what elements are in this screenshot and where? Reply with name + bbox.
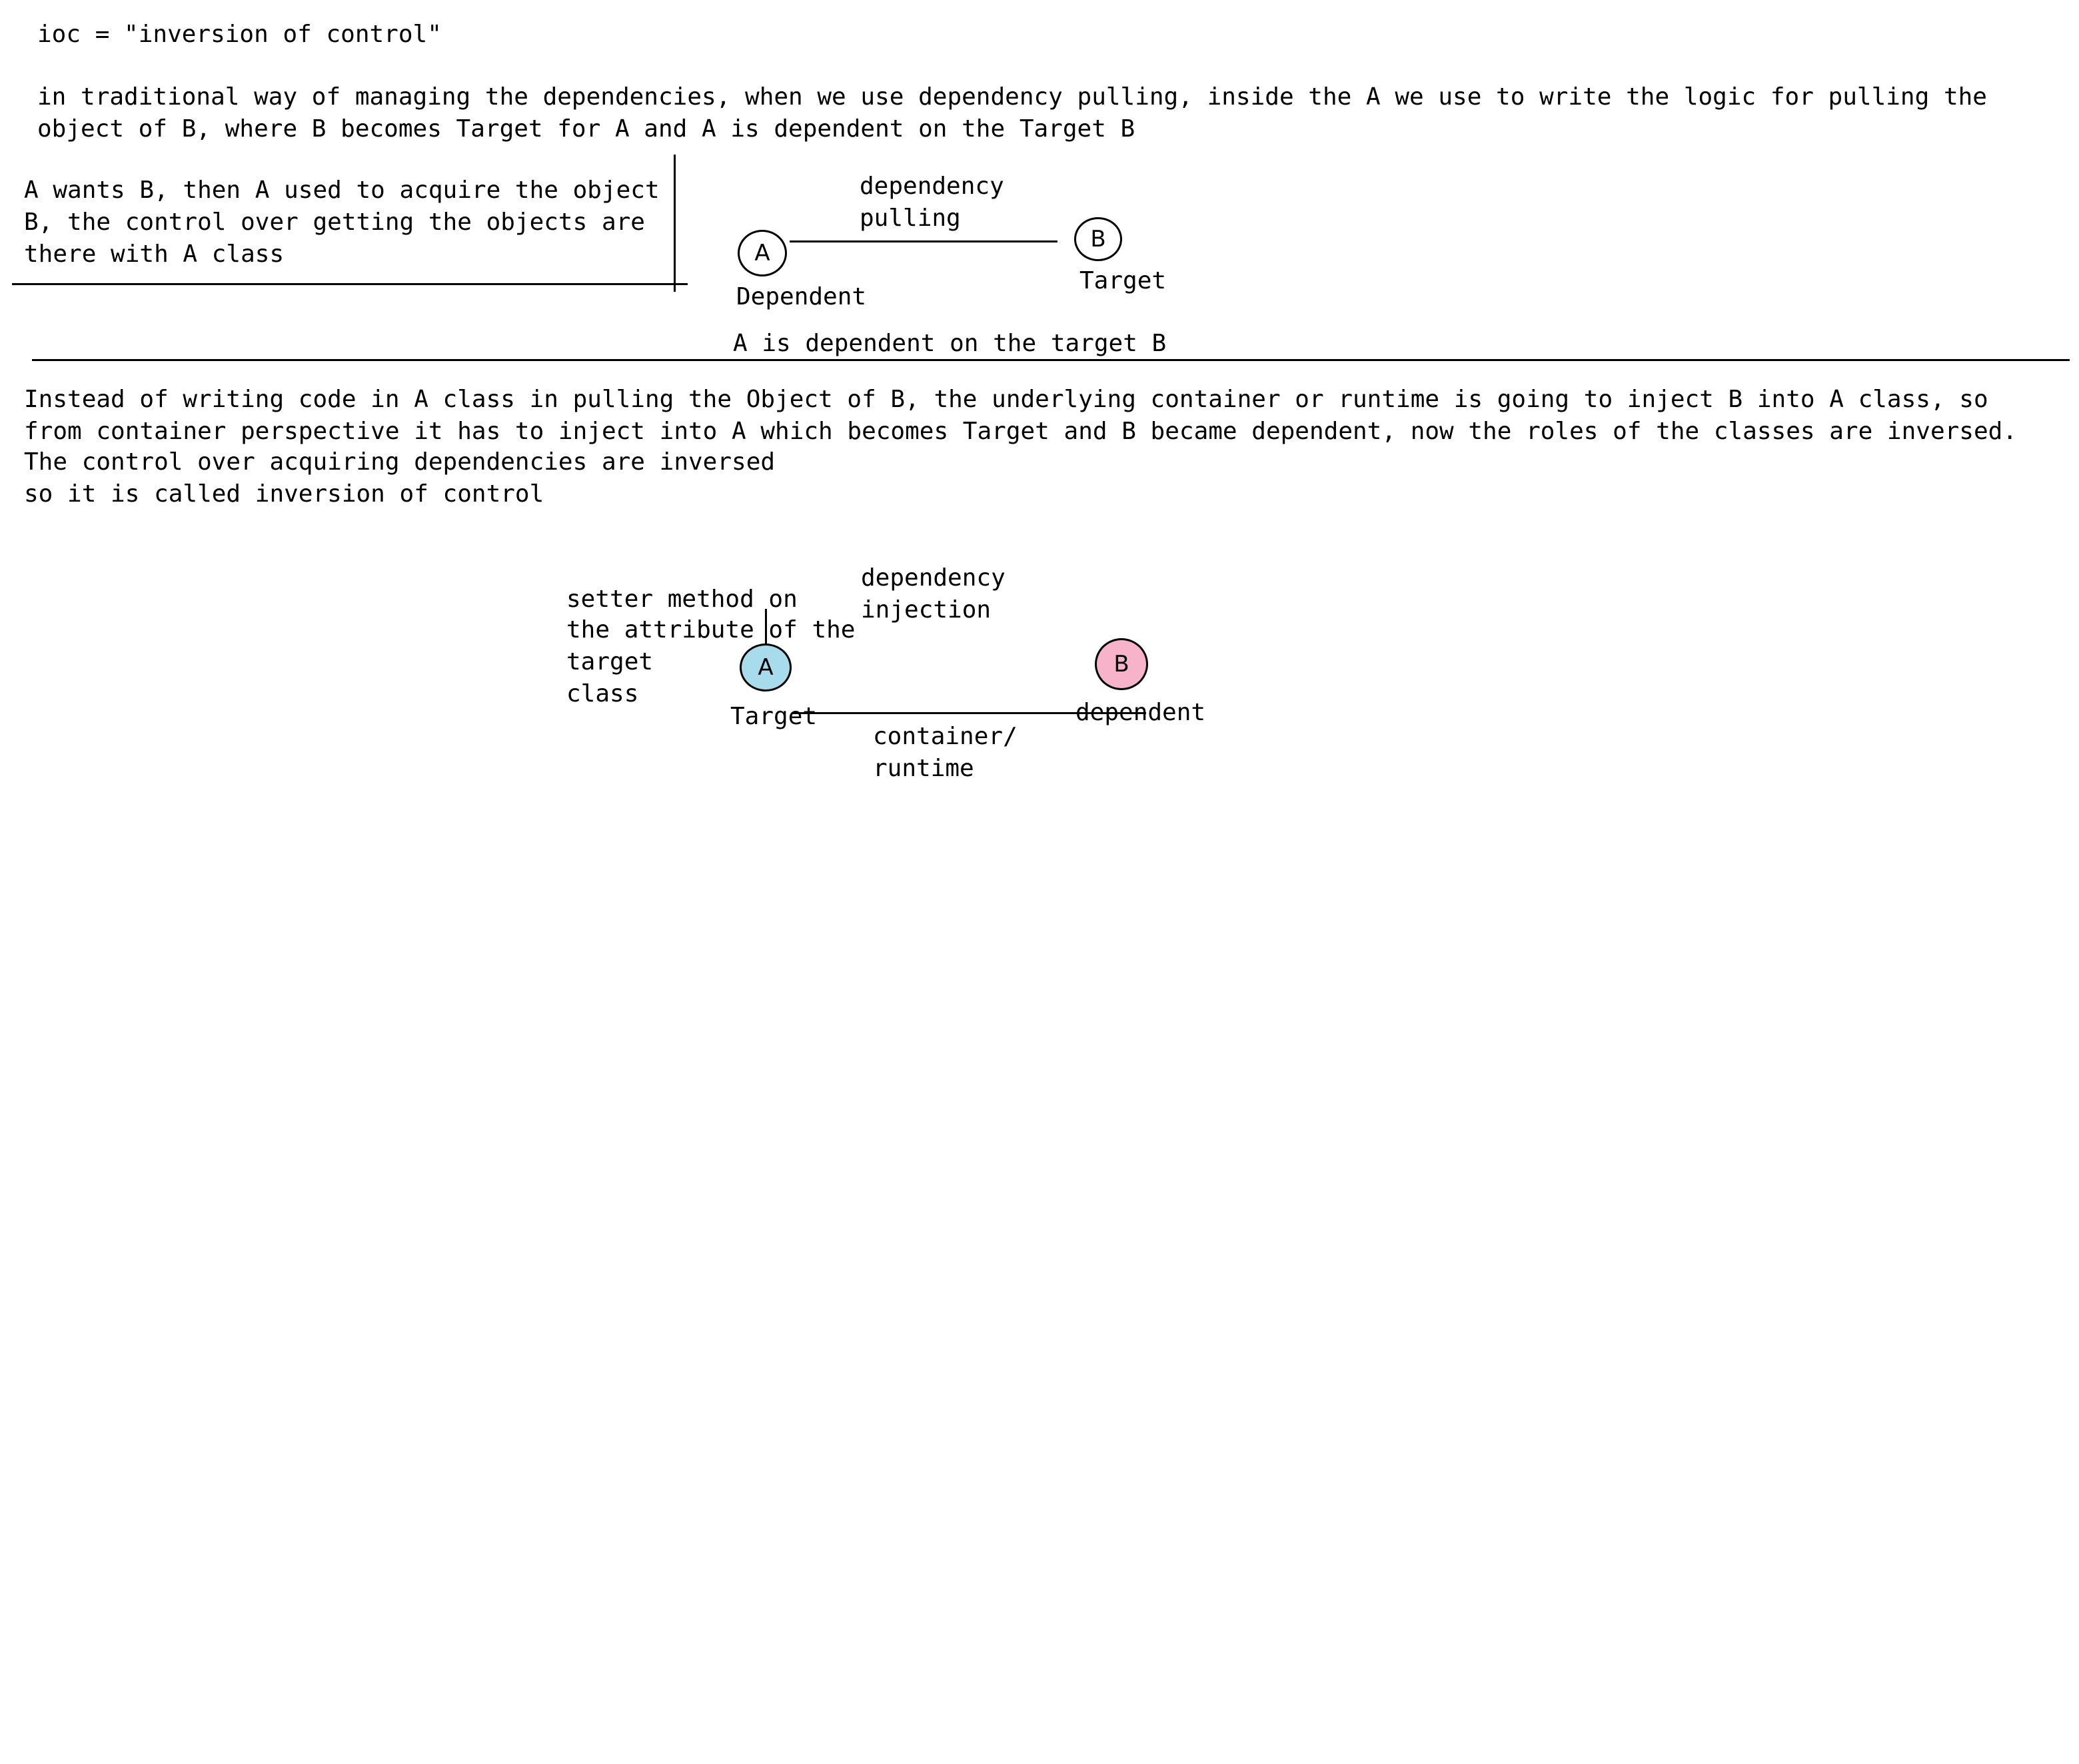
note-line-1: A wants B, then A used to acquire the ob… (24, 177, 660, 204)
inject-under-label-2: runtime (873, 755, 974, 782)
inject-node-b: B (1095, 638, 1148, 690)
inject-side-note-1: setter method on (566, 586, 798, 613)
inject-side-note-2: the attribute of the (566, 616, 856, 644)
inject-side-note-4: class (566, 680, 639, 707)
inject-edge-label-2: injection (861, 596, 992, 624)
text-cursor (765, 609, 767, 645)
page-title: ioc = "inversion of control" (37, 21, 442, 48)
pull-caption: A is dependent on the target B (733, 330, 1167, 357)
intro-line-1: in traditional way of managing the depen… (37, 83, 1987, 111)
inject-side-note-3: target (566, 648, 654, 675)
explanation-line-2: from container perspective it has to inj… (24, 418, 2017, 445)
inject-edge-label-1: dependency (861, 564, 1006, 592)
pull-node-a-role: Dependent (736, 283, 867, 310)
pull-edge-line (790, 240, 1057, 242)
note-line-3: there with A class (24, 240, 285, 268)
explanation-line-1: Instead of writing code in A class in pu… (24, 386, 1988, 413)
pull-node-b: B (1074, 217, 1122, 261)
inject-node-a: A (740, 644, 792, 691)
inject-edge-line (793, 712, 1146, 714)
note-line-2: B, the control over getting the objects … (24, 209, 645, 236)
pull-node-b-role: Target (1079, 267, 1167, 294)
note-box-bottom-border (12, 283, 688, 285)
explanation-line-3: The control over acquiring dependencies … (24, 448, 776, 476)
note-box-right-border (674, 155, 676, 292)
pull-edge-label-1: dependency (860, 173, 1004, 200)
inject-node-a-role: Target (730, 703, 818, 730)
explanation-line-4: so it is called inversion of control (24, 480, 544, 508)
inject-under-label-1: container/ (873, 723, 1018, 750)
intro-line-2: object of B, where B becomes Target for … (37, 115, 1135, 143)
inject-node-b-role: dependent (1075, 699, 1206, 726)
pull-edge-label-2: pulling (860, 205, 961, 232)
pull-node-a: A (738, 230, 787, 276)
section-divider (32, 359, 2070, 361)
